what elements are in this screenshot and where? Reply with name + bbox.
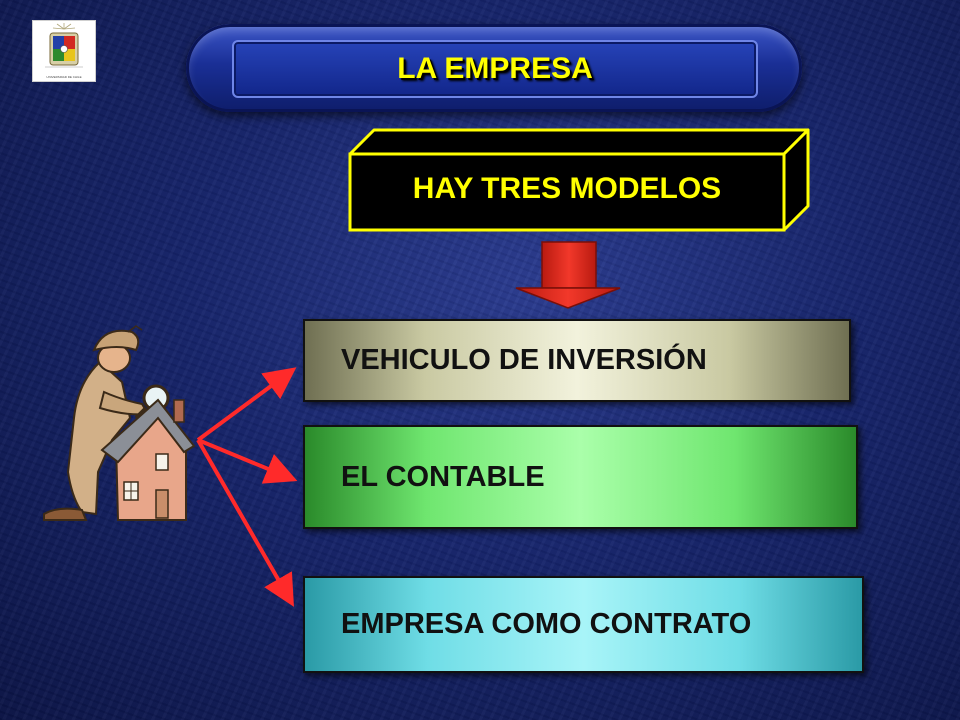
model-box-contract: EMPRESA COMO CONTRATO	[303, 576, 864, 673]
university-logo: UNIVERSIDAD DE CHILE	[32, 20, 96, 82]
detective-house-illustration	[43, 325, 196, 521]
model-box-accounting: EL CONTABLE	[303, 425, 858, 529]
arrow-to-model-1	[196, 367, 297, 442]
model-label: VEHICULO DE INVERSIÓN	[341, 344, 707, 376]
down-arrow-icon	[515, 241, 621, 309]
arrow-to-model-2	[197, 438, 298, 484]
title-frame: LA EMPRESA	[232, 40, 758, 98]
page-title: LA EMPRESA	[397, 52, 593, 85]
model-label: EL CONTABLE	[341, 460, 545, 493]
university-crest-icon	[45, 23, 83, 68]
logo-caption: UNIVERSIDAD DE CHILE	[46, 75, 82, 79]
title-banner: LA EMPRESA	[186, 24, 802, 112]
model-box-investment-vehicle: VEHICULO DE INVERSIÓN	[303, 319, 851, 402]
models-header-text: HAY TRES MODELOS	[412, 172, 722, 205]
arrow-to-model-3	[196, 439, 294, 607]
connector-arrows	[196, 367, 298, 607]
model-label: EMPRESA COMO CONTRATO	[341, 608, 752, 640]
models-header-box	[348, 128, 810, 232]
